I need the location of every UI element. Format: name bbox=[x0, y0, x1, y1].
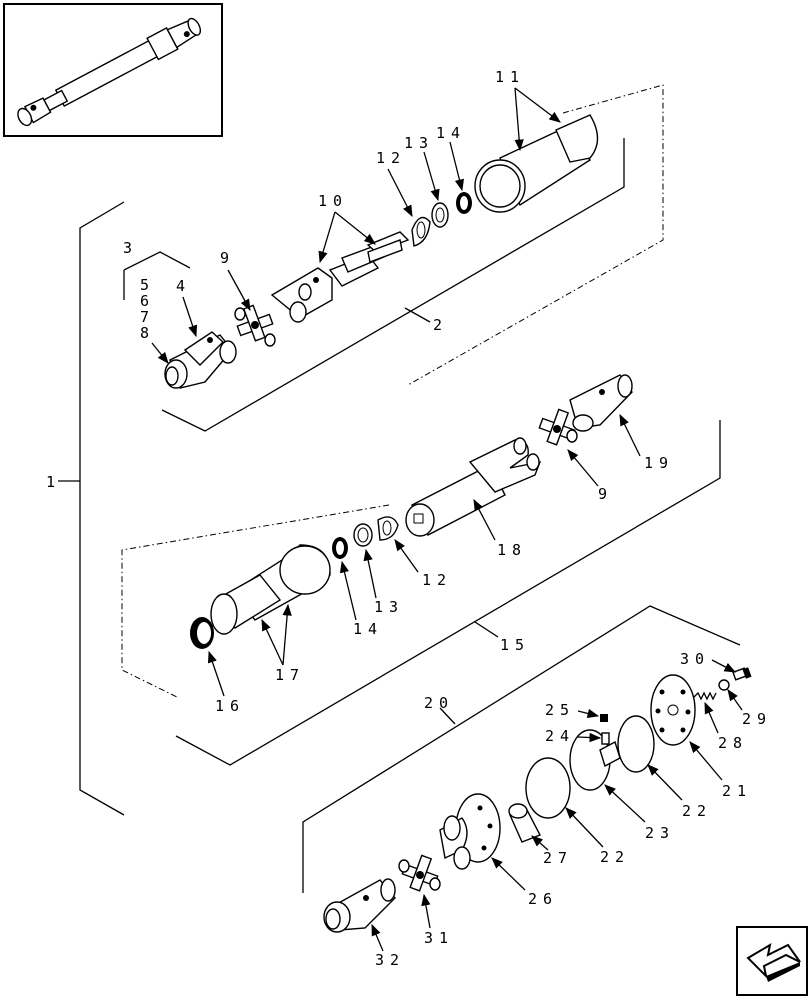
guard-cone-17-lower bbox=[210, 544, 331, 635]
callout-24: 24 bbox=[545, 727, 575, 745]
spring-28 bbox=[693, 691, 717, 701]
callout-7: 7 bbox=[140, 308, 155, 326]
bushing-27 bbox=[508, 803, 541, 843]
nut-25 bbox=[600, 714, 608, 722]
subassembly-15-outline: 15 bbox=[121, 420, 721, 766]
washer-29 bbox=[718, 679, 730, 691]
clutch-flange-21 bbox=[650, 674, 696, 746]
callout-28: 28 bbox=[718, 734, 748, 752]
callout-14-lower: 14 bbox=[353, 620, 383, 638]
callout-15: 15 bbox=[500, 636, 530, 654]
callout-6: 6 bbox=[140, 292, 155, 310]
callout-16: 16 bbox=[215, 697, 245, 715]
yoke-part-4 bbox=[164, 331, 237, 389]
seal-ring-14-lower bbox=[332, 537, 348, 559]
retaining-ring-12-upper bbox=[411, 216, 431, 247]
yoke-part-19 bbox=[569, 374, 633, 432]
subassembly-20-outline: 20 bbox=[302, 605, 741, 893]
callout-14-upper: 14 bbox=[436, 124, 466, 142]
bearing-ring-13-upper bbox=[431, 202, 449, 228]
callout-3: 3 bbox=[123, 239, 138, 257]
pressure-plate-23 bbox=[569, 729, 621, 791]
callout-10: 10 bbox=[318, 192, 348, 210]
callout-4: 4 bbox=[176, 277, 191, 295]
callout-31: 31 bbox=[424, 929, 454, 947]
ring-16 bbox=[190, 617, 214, 649]
assembled-driveshaft-thumbnail bbox=[3, 3, 223, 137]
outer-tube-yoke-18 bbox=[405, 437, 542, 537]
callout-20: 20 bbox=[424, 694, 454, 712]
friction-disc-22-lower bbox=[525, 757, 571, 819]
inner-yoke-shaft-2 bbox=[270, 243, 387, 323]
universal-cross-9-upper bbox=[234, 304, 276, 347]
retaining-ring-12-lower bbox=[377, 516, 399, 541]
callout-19: 19 bbox=[644, 454, 674, 472]
callout-2: 2 bbox=[433, 316, 448, 334]
profile-tube-10 bbox=[366, 231, 410, 263]
bolt-24 bbox=[601, 732, 610, 745]
callout-5: 5 bbox=[140, 276, 155, 294]
guard-cone-11-upper bbox=[474, 114, 599, 213]
callout-1: 1 bbox=[46, 473, 61, 491]
callout-22-upper: 22 bbox=[682, 802, 712, 820]
bearing-ring-13-lower bbox=[353, 523, 373, 547]
assembly-bracket-1: 1 bbox=[46, 201, 125, 816]
callout-13-upper: 13 bbox=[404, 134, 434, 152]
callout-17: 17 bbox=[275, 666, 305, 684]
back-arrow-icon[interactable] bbox=[736, 926, 808, 996]
callout-22-lower: 22 bbox=[600, 848, 630, 866]
callout-13-lower: 13 bbox=[374, 598, 404, 616]
callout-32: 32 bbox=[375, 951, 405, 969]
bolt-30 bbox=[732, 667, 752, 681]
callout-18: 18 bbox=[497, 541, 527, 559]
callout-27: 27 bbox=[543, 849, 573, 867]
friction-disc-22-upper bbox=[617, 715, 655, 773]
callout-25: 25 bbox=[545, 701, 575, 719]
callout-26: 26 bbox=[528, 890, 558, 908]
callout-23: 23 bbox=[645, 824, 675, 842]
yoke-part-32 bbox=[323, 878, 396, 933]
seal-ring-14-upper bbox=[456, 192, 472, 214]
callout-30: 30 bbox=[680, 650, 710, 668]
callout-12-lower: 12 bbox=[422, 571, 452, 589]
callout-9-upper: 9 bbox=[220, 249, 235, 267]
universal-cross-31 bbox=[398, 854, 441, 892]
callout-11: 11 bbox=[495, 68, 525, 86]
universal-cross-9-lower bbox=[538, 408, 578, 446]
callout-29: 29 bbox=[742, 710, 772, 728]
subassembly-2-outline: 2 3 bbox=[123, 84, 664, 432]
callout-21: 21 bbox=[722, 782, 752, 800]
callout-8: 8 bbox=[140, 324, 155, 342]
callout-9-lower: 9 bbox=[598, 485, 613, 503]
flange-yoke-26 bbox=[439, 793, 501, 870]
callout-12-upper: 12 bbox=[376, 149, 406, 167]
